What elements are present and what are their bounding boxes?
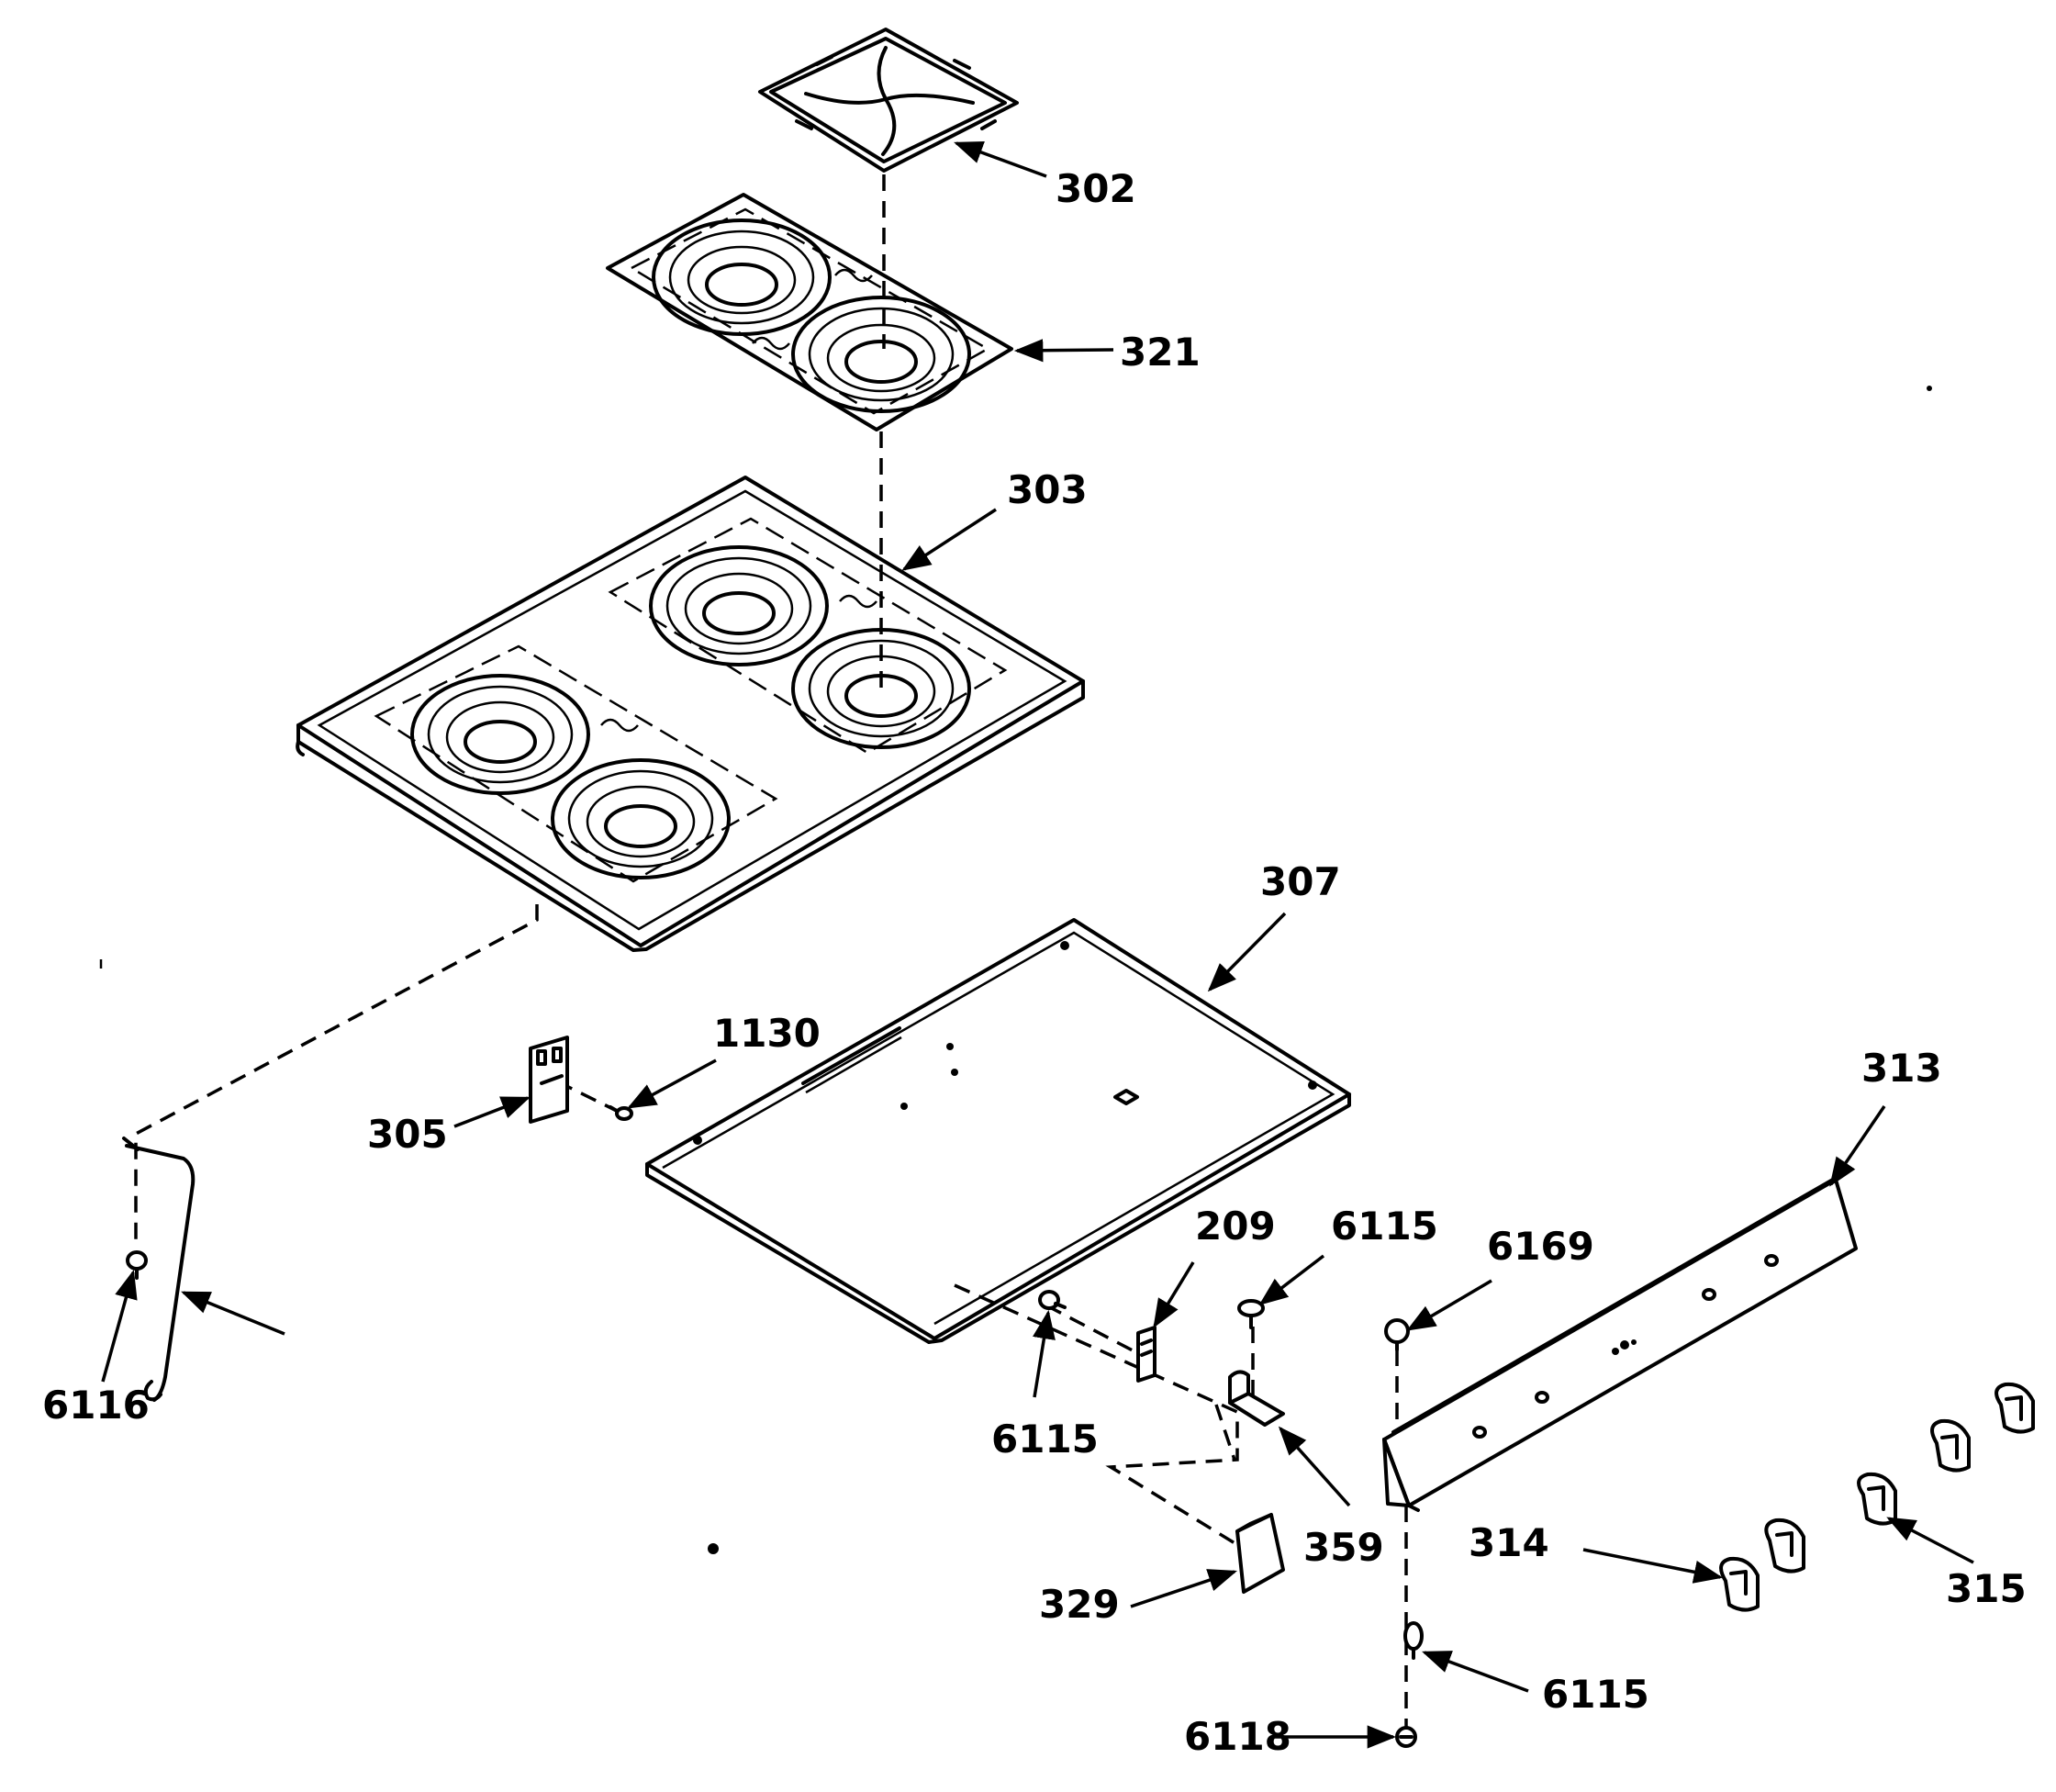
callout-arrow-6115-left bbox=[1033, 1309, 1056, 1398]
callout-arrow-321 bbox=[1013, 339, 1114, 363]
cooktop-303 bbox=[296, 476, 1085, 952]
callout-arrow-rod bbox=[181, 1291, 285, 1336]
main-top-307 bbox=[645, 918, 1351, 1344]
callout-arrow-302 bbox=[954, 140, 1047, 178]
label-305: 305 bbox=[367, 1112, 448, 1157]
label-359: 359 bbox=[1303, 1525, 1384, 1570]
label-314: 314 bbox=[1469, 1520, 1549, 1565]
screw-6118 bbox=[1395, 1726, 1417, 1748]
callout-arrow-313 bbox=[1829, 1105, 1886, 1187]
knob-4 bbox=[1930, 1418, 1971, 1473]
label-302: 302 bbox=[1056, 166, 1136, 211]
leader-6115 bbox=[1045, 1304, 1153, 1362]
label-6115-top: 6115 bbox=[1331, 1204, 1438, 1249]
grate-302 bbox=[758, 28, 1019, 173]
stray-dot bbox=[1927, 386, 1932, 391]
callout-arrow-307 bbox=[1207, 912, 1287, 992]
bracket-359 bbox=[1228, 1370, 1285, 1427]
screw-6116 bbox=[126, 1250, 148, 1280]
knob-2 bbox=[1764, 1518, 1805, 1574]
callout-arrow-6116 bbox=[101, 1269, 138, 1383]
label-6115-left: 6115 bbox=[991, 1417, 1099, 1462]
knob-315 bbox=[1857, 1472, 1897, 1526]
label-209: 209 bbox=[1195, 1204, 1276, 1249]
knob-314 bbox=[1719, 1556, 1760, 1612]
screw-6115-left bbox=[1038, 1290, 1067, 1310]
label-6115-bottom: 6115 bbox=[1542, 1672, 1649, 1717]
knob-5 bbox=[1995, 1382, 2035, 1434]
screw-6115-top bbox=[1237, 1299, 1265, 1329]
callout-arrow-314 bbox=[1582, 1548, 1724, 1584]
screw-6169 bbox=[1384, 1318, 1410, 1351]
callout-arrow-6115-bottom bbox=[1422, 1651, 1529, 1693]
label-1130: 1130 bbox=[713, 1011, 821, 1056]
label-329: 329 bbox=[1039, 1582, 1120, 1627]
label-307: 307 bbox=[1260, 859, 1341, 904]
callout-arrow-315 bbox=[1886, 1517, 1974, 1564]
leader-bracket bbox=[954, 1283, 1249, 1553]
screw-6115-bottom bbox=[1403, 1621, 1424, 1660]
label-6169: 6169 bbox=[1487, 1224, 1594, 1269]
callout-arrow-359 bbox=[1278, 1426, 1351, 1507]
label-6118: 6118 bbox=[1184, 1714, 1291, 1759]
callout-arrow-329 bbox=[1130, 1569, 1237, 1608]
callout-arrow-1130 bbox=[627, 1058, 717, 1109]
callout-arrow-303 bbox=[901, 508, 997, 571]
callout-arrow-6115 bbox=[1258, 1254, 1325, 1305]
label-315: 315 bbox=[1946, 1566, 2027, 1611]
clip-209 bbox=[1136, 1326, 1156, 1383]
label-313: 313 bbox=[1861, 1046, 1942, 1091]
label-303: 303 bbox=[1007, 467, 1088, 512]
stray-dot bbox=[708, 1543, 719, 1554]
burner-tray-321 bbox=[606, 193, 1013, 431]
control-panel-313 bbox=[1382, 1175, 1858, 1512]
leader-rod bbox=[134, 904, 539, 1249]
leader-359-329 bbox=[1214, 1404, 1236, 1461]
rod-part bbox=[122, 1137, 196, 1402]
label-321: 321 bbox=[1120, 330, 1201, 375]
bracket-305 bbox=[529, 1036, 569, 1124]
callout-arrow-6169 bbox=[1406, 1279, 1492, 1331]
label-6116: 6116 bbox=[42, 1383, 150, 1428]
piece-329 bbox=[1235, 1513, 1285, 1594]
screw-1130 bbox=[609, 1105, 633, 1121]
callout-arrow-209 bbox=[1153, 1261, 1195, 1328]
callout-arrow-305 bbox=[453, 1096, 531, 1128]
